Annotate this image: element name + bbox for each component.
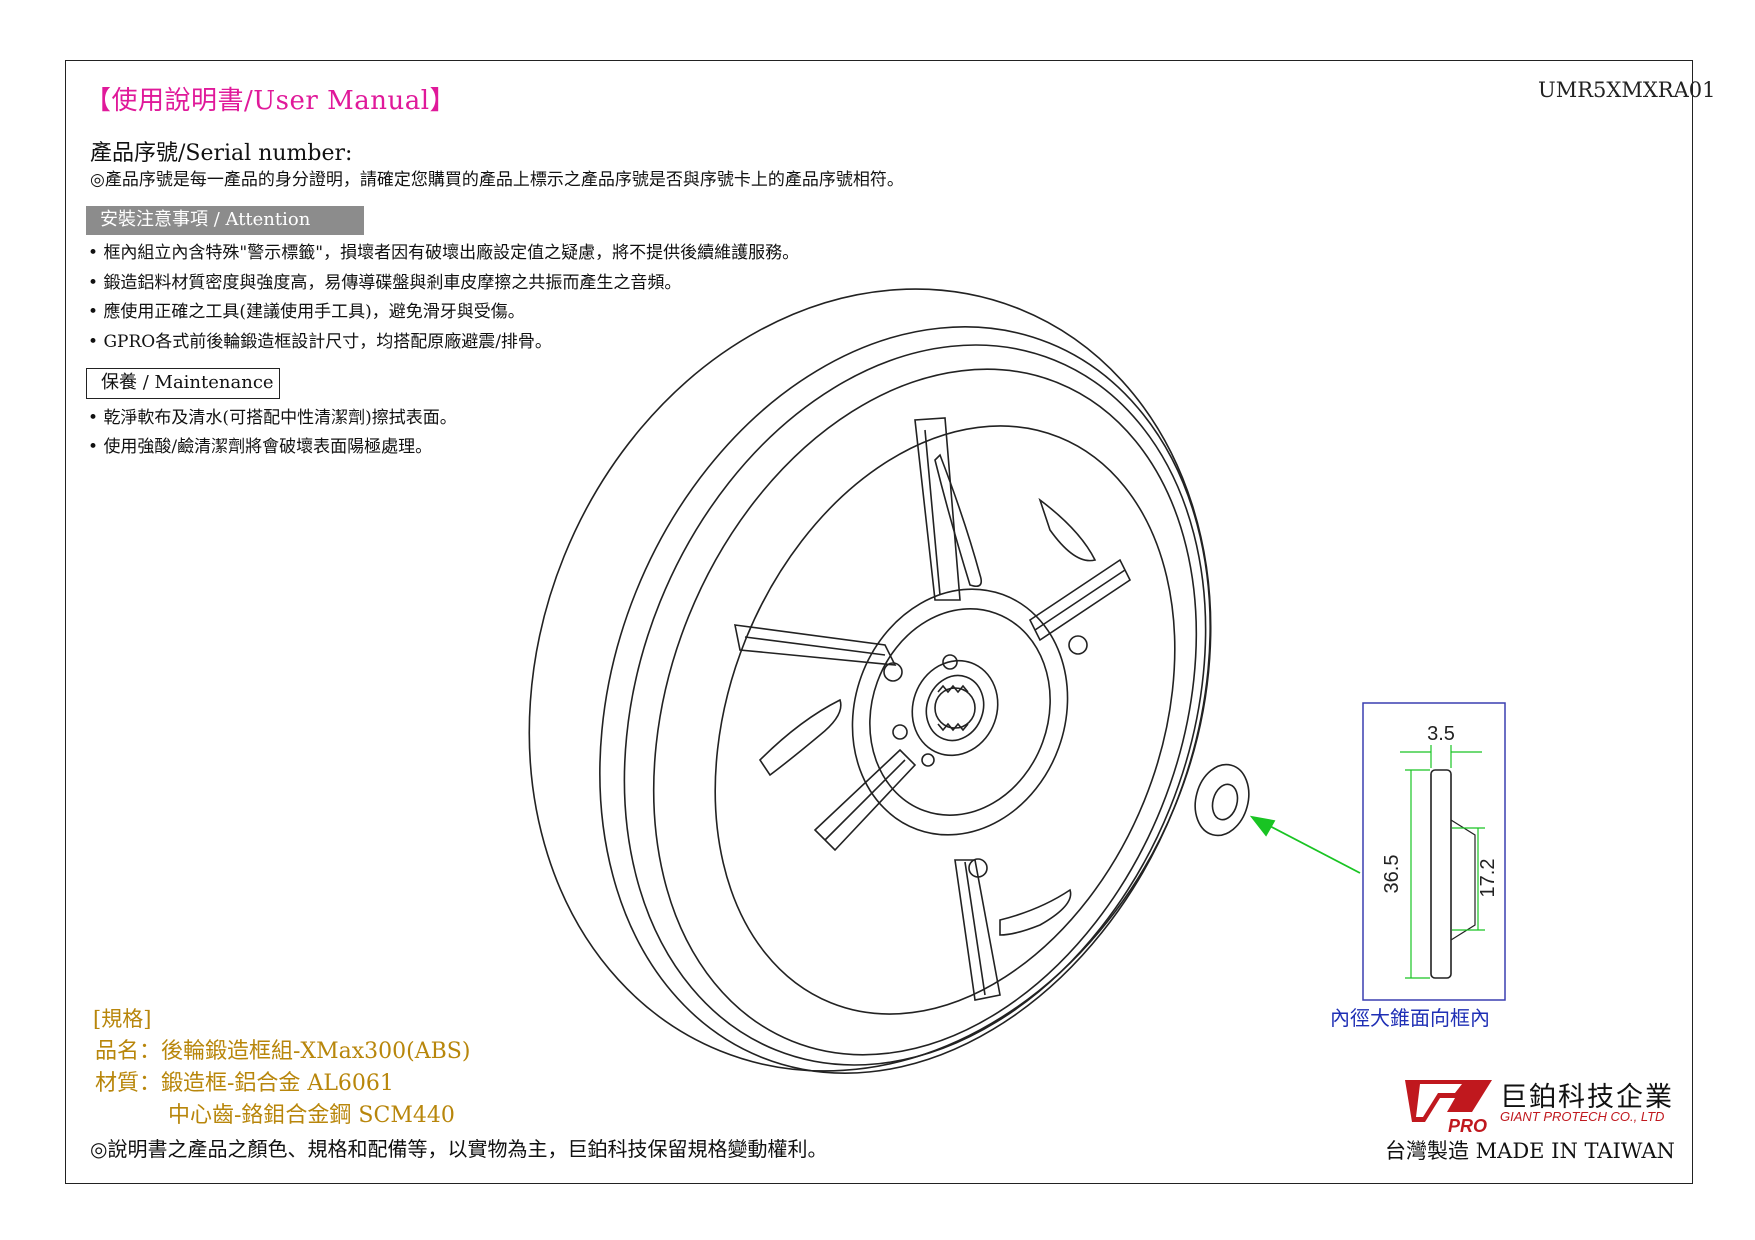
made-in-label: 台灣製造 MADE IN TAIWAN xyxy=(1385,1139,1675,1163)
page-frame xyxy=(65,60,1693,1184)
attention-item: 框內組立內含特殊"警示標籤"，損壞者因有破壞出廠設定值之疑慮，將不提供後續維護服… xyxy=(88,238,799,263)
washer-orientation-caption: 內徑大錐面向框內 xyxy=(1330,1006,1490,1030)
maintenance-heading: 保養 / Maintenance xyxy=(86,368,280,399)
spec-material-hub: 中心齒-鉻鉬合金鋼 SCM440 xyxy=(168,1103,455,1128)
specs-heading: [規格] xyxy=(93,1007,152,1031)
attention-heading: 安裝注意事項 / Attention xyxy=(86,206,364,235)
serial-number-heading: 產品序號/Serial number: xyxy=(90,141,353,166)
company-name-zh: 巨鉑科技企業 xyxy=(1500,1082,1674,1113)
company-name-en: GIANT PROTECH CO., LTD xyxy=(1500,1109,1665,1124)
document-title: 【使用說明書/User Manual】 xyxy=(85,86,457,116)
dim-width-label: 3.5 xyxy=(1427,723,1455,745)
document-code: UMR5XMXRA01 xyxy=(1538,78,1716,102)
attention-item: 鍛造鋁料材質密度與強度高，易傳導碟盤與剎車皮摩擦之共振而產生之音頻。 xyxy=(88,268,681,293)
attention-item: 應使用正確之工具(建議使用手工具)，避免滑牙與受傷。 xyxy=(88,297,524,322)
dim-height-label: 36.5 xyxy=(1381,855,1403,894)
washer-dimension-callout: 3.5 36.5 17.2 xyxy=(1362,702,1506,1001)
dim-inner-label: 17.2 xyxy=(1477,859,1499,898)
serial-number-note: ◎產品序號是每一產品的身分證明，請確定您購買的產品上標示之產品序號是否與序號卡上… xyxy=(90,170,904,190)
maintenance-item: 使用強酸/鹼清潔劑將會破壞表面陽極處理。 xyxy=(88,432,432,457)
logo-text: PRO xyxy=(1448,1116,1487,1136)
company-logo: PRO xyxy=(1405,1080,1492,1136)
attention-item: GPRO各式前後輪鍛造框設計尺寸，均搭配原廠避震/排骨。 xyxy=(88,327,551,352)
spec-material-rim: 材質：鍛造框-鋁合金 AL6061 xyxy=(95,1071,394,1096)
spec-product-name: 品名：後輪鍛造框組-XMax300(ABS) xyxy=(95,1039,471,1064)
disclaimer-note: ◎說明書之產品之顏色、規格和配備等，以實物為主，巨鉑科技保留規格變動權利。 xyxy=(90,1137,828,1161)
maintenance-item: 乾淨軟布及清水(可搭配中性清潔劑)擦拭表面。 xyxy=(88,403,456,428)
